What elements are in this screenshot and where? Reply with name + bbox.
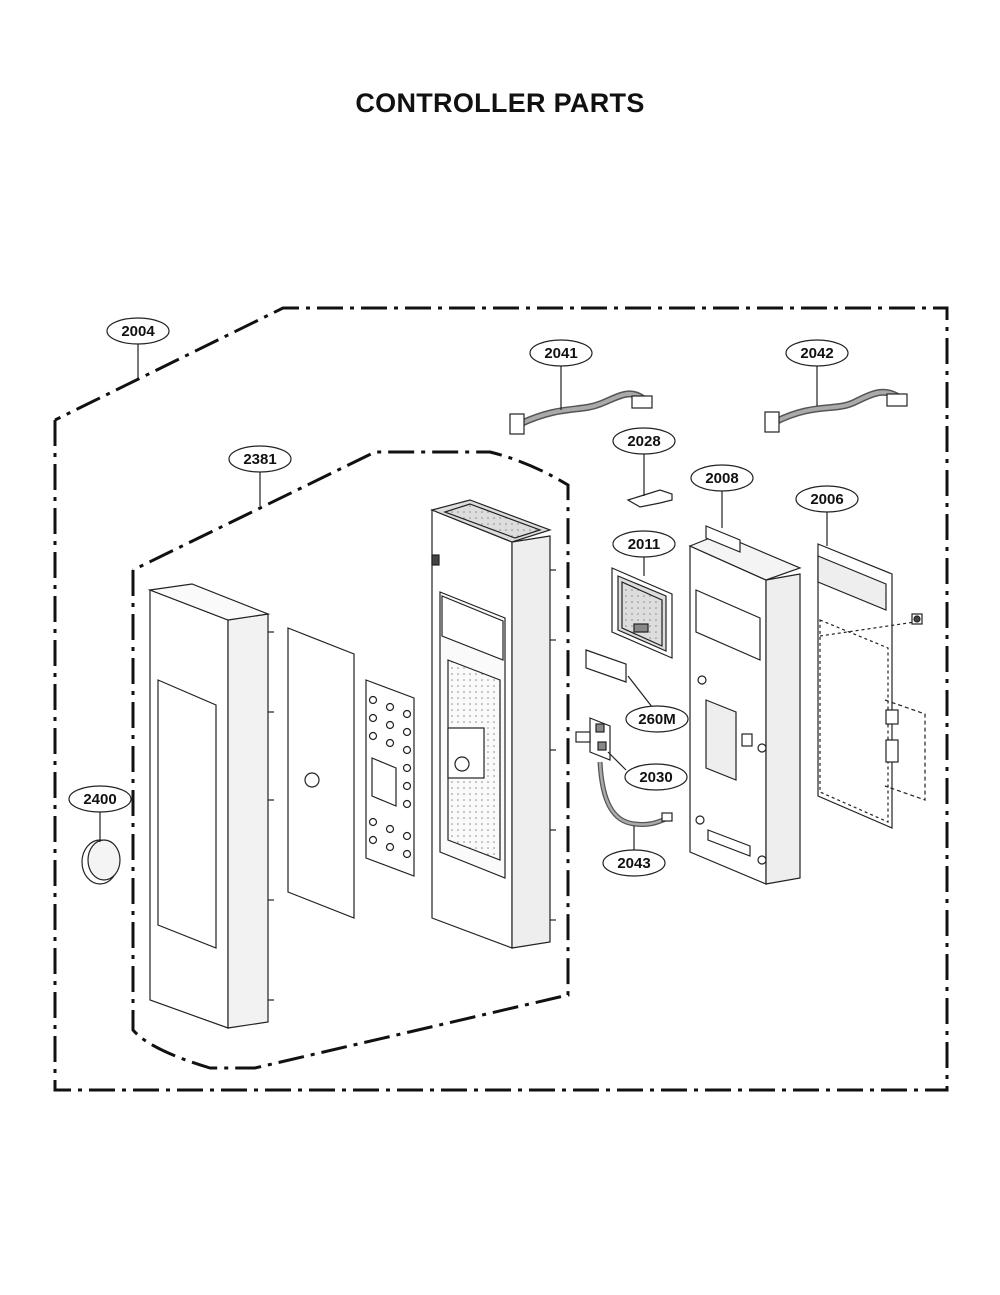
callout-label-2041: 2041 [544,345,577,362]
bracket-2028 [626,489,673,508]
callout-2011: 2011 [612,530,676,558]
assembly-boundary-2381 [131,450,570,1070]
callout-260M: 260M [625,705,689,733]
page-title: CONTROLLER PARTS [355,88,645,118]
wire-2043 [597,761,673,827]
callout-2008: 2008 [690,464,754,492]
front-panel [147,583,274,1029]
assembly-boundary-2004 [53,306,949,1092]
card-260M [585,649,627,683]
callout-label-260M: 260M [638,711,676,728]
callout-label-2004: 2004 [121,323,155,340]
callout-2043: 2043 [602,849,666,877]
callout-2004: 2004 [106,317,170,345]
control-housing [430,499,556,949]
callout-label-2042: 2042 [800,345,833,362]
callout-label-2043: 2043 [617,855,650,872]
control-frame-2008 [688,525,802,885]
wire-harness-2041 [509,390,653,435]
callout-label-2400: 2400 [83,791,116,808]
key-sheet [365,679,415,877]
window-film [287,627,355,919]
callout-label-2028: 2028 [627,433,660,450]
callout-2400: 2400 [68,785,132,813]
callout-label-2008: 2008 [705,470,738,487]
callout-2381: 2381 [228,445,292,473]
knob [81,839,121,885]
callout-2041: 2041 [529,339,593,367]
callout-2030: 2030 [624,763,688,791]
main-board-2006 [817,543,926,829]
wire-harness-2042 [764,388,908,433]
callout-2028: 2028 [612,427,676,455]
leader-lines [99,344,828,850]
callout-2042: 2042 [785,339,849,367]
callout-label-2030: 2030 [639,769,672,786]
callout-2006: 2006 [795,485,859,513]
callout-label-2381: 2381 [243,451,276,468]
display-board-2011 [611,567,673,659]
callout-label-2006: 2006 [810,491,843,508]
callout-label-2011: 2011 [628,536,661,553]
switch-2030 [575,717,611,761]
